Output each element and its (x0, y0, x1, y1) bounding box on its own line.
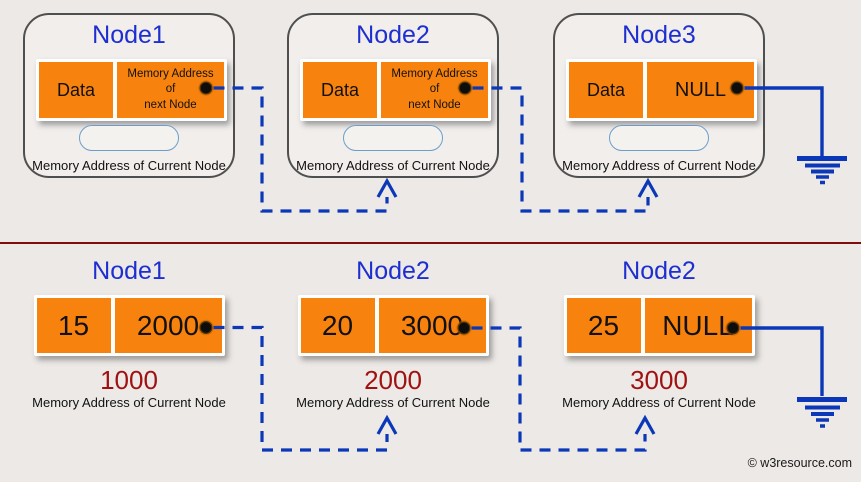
section-divider (0, 242, 861, 244)
node-title: Node2 (356, 21, 430, 49)
node-cells: 15 2000 (33, 295, 225, 356)
node-cells: Data Memory Address of next Node (300, 59, 491, 121)
current-address-value: 3000 (630, 365, 688, 395)
arrowhead-bottom-node2 (376, 414, 398, 435)
next-cell-line: of (429, 83, 440, 96)
ground-icon (797, 397, 847, 428)
null-label: NULL (674, 78, 727, 101)
next-address-cell: 2000 (114, 298, 222, 353)
current-address-pill (609, 125, 709, 151)
next-cell-line: Memory Address (127, 67, 214, 80)
arrowhead-top-node2 (376, 177, 398, 198)
data-cell: Data (303, 62, 377, 118)
current-address-value: 2000 (364, 365, 422, 395)
data-value-cell: 25 (566, 298, 641, 353)
node-cells: 25 NULL (563, 295, 755, 356)
node-title: Node1 (92, 257, 166, 285)
arrowhead-bottom-node3 (634, 414, 656, 435)
next-pointer-cell: Memory Address of next Node (381, 62, 488, 118)
data-value-cell: 15 (36, 298, 111, 353)
current-address-pill (79, 125, 179, 151)
top-node-2: Node2 Data Memory Address of next Node M… (287, 13, 499, 178)
next-address-cell: 3000 (378, 298, 486, 353)
next-cell-line: next Node (408, 98, 461, 111)
node-caption: Memory Address of Current Node (32, 158, 226, 173)
node-title: Node2 (622, 257, 696, 285)
data-cell-label: Data (586, 79, 626, 100)
node-caption: Memory Address of Current Node (296, 158, 490, 173)
node-cells: Data NULL (566, 59, 757, 121)
data-cell-label: Data (320, 79, 360, 100)
node-title: Node3 (622, 21, 696, 49)
next-cell-line: Memory Address (391, 67, 478, 80)
node-caption: Memory Address of Current Node (562, 395, 756, 410)
null-pointer-cell: NULL (647, 62, 754, 118)
next-pointer-cell: Memory Address of next Node (117, 62, 224, 118)
null-address-cell: NULL (644, 298, 752, 353)
bottom-node-3: Node2 25 NULL 3000 Memory Address of Cur… (553, 257, 765, 410)
bottom-node-1: Node1 15 2000 1000 Memory Address of Cur… (23, 257, 235, 410)
node-cells: Data Memory Address of next Node (36, 59, 227, 121)
node-caption: Memory Address of Current Node (296, 395, 490, 410)
next-cell-line: next Node (144, 98, 197, 111)
next-cell-line: of (165, 83, 176, 96)
bottom-node-2: Node2 20 3000 2000 Memory Address of Cur… (287, 257, 499, 410)
ground-icon (797, 156, 847, 185)
data-cell-label: Data (56, 79, 96, 100)
node-title: Node1 (92, 21, 166, 49)
current-address-pill (343, 125, 443, 151)
data-value-cell: 20 (300, 298, 375, 353)
node-caption: Memory Address of Current Node (32, 395, 226, 410)
node-caption: Memory Address of Current Node (562, 158, 756, 173)
top-node-3: Node3 Data NULL Memory Address of Curren… (553, 13, 765, 178)
data-cell: Data (569, 62, 643, 118)
node-cells: 20 3000 (297, 295, 489, 356)
top-node-1: Node1 Data Memory Address of next Node M… (23, 13, 235, 178)
arrowhead-top-node3 (637, 177, 659, 198)
node-title: Node2 (356, 257, 430, 285)
watermark: © w3resource.com (747, 456, 852, 470)
data-cell: Data (39, 62, 113, 118)
current-address-value: 1000 (100, 365, 158, 395)
